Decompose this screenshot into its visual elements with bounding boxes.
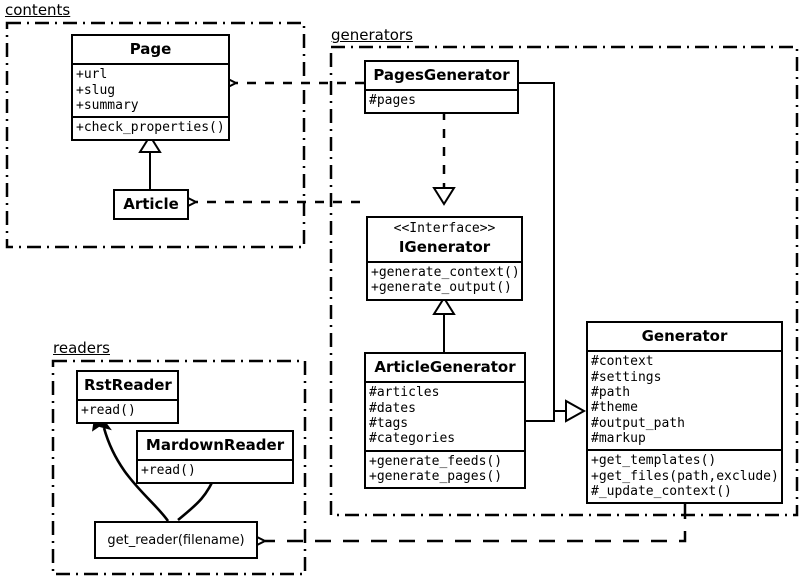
operation: +get_templates() xyxy=(591,453,717,469)
class-attributes-generator: #context #settings #path #theme #output_… xyxy=(588,350,781,449)
class-name-text-igenerator: IGenerator xyxy=(398,237,491,256)
function-label-get-reader: get_reader(filename) xyxy=(107,532,245,548)
class-name-pages-generator: PagesGenerator xyxy=(373,66,510,84)
operation: +generate_pages() xyxy=(369,468,503,484)
class-attributes-article-generator: #articles #dates #tags #categories xyxy=(366,381,524,449)
operation: +check_properties() xyxy=(76,120,225,136)
class-attributes-pages-generator: #pages xyxy=(366,89,517,111)
class-operations-article-generator: +generate_feeds() +generate_pages() xyxy=(366,449,524,488)
attribute: #tags xyxy=(369,415,409,431)
class-name-article: Article xyxy=(123,195,179,213)
class-stereotype-igenerator: <<Interface>> xyxy=(393,221,496,236)
attribute: #articles xyxy=(369,385,440,401)
class-name-igenerator: <<Interface>> IGenerator xyxy=(368,218,521,261)
connector-pagesgenerator-realizes-igenerator xyxy=(432,111,456,206)
attribute: +slug xyxy=(76,82,116,98)
attribute: #path xyxy=(591,384,631,400)
class-name-rst-reader: RstReader xyxy=(84,376,172,394)
class-box-generator[interactable]: Generator #context #settings #path #them… xyxy=(586,321,783,505)
attribute: #context xyxy=(591,354,654,370)
class-box-article-generator[interactable]: ArticleGenerator #articles #dates #tags … xyxy=(364,352,526,490)
attribute: #output_path xyxy=(591,415,685,431)
class-operations-generator: +get_templates() +get_files(path,exclude… xyxy=(588,449,781,502)
operation: +generate_output() xyxy=(371,280,512,296)
class-name-page: Page xyxy=(129,40,172,58)
class-box-page[interactable]: Page +url +slug +summary +check_properti… xyxy=(71,34,230,141)
class-box-rst-reader[interactable]: RstReader +read() xyxy=(76,370,179,424)
operation: +generate_context() xyxy=(371,264,520,280)
class-attributes-page: +url +slug +summary xyxy=(73,63,228,116)
connector-pagesgenerator-extends-generator xyxy=(519,82,566,412)
class-name-article-generator: ArticleGenerator xyxy=(374,358,516,376)
attribute: #theme xyxy=(591,400,638,416)
operation: +generate_feeds() xyxy=(369,453,503,469)
class-box-article[interactable]: Article xyxy=(113,189,189,221)
attribute: #settings xyxy=(591,369,662,385)
class-name-generator: Generator xyxy=(641,327,728,345)
package-label-generators: generators xyxy=(330,26,415,44)
connector-articlegenerator-extends-generator xyxy=(526,399,587,423)
class-operations-mardown-reader: +read() xyxy=(138,459,292,481)
connector-articlegenerator-realizes-igenerator xyxy=(432,296,456,352)
operation: +read() xyxy=(81,403,136,419)
class-operations-igenerator: +generate_context() +generate_output() xyxy=(368,260,521,299)
class-operations-rst-reader: +read() xyxy=(78,399,177,421)
operation: +read() xyxy=(141,463,196,479)
attribute: +url xyxy=(76,67,108,83)
connector-generator-uses-get-reader xyxy=(265,503,687,541)
attribute: #pages xyxy=(369,93,416,109)
attribute: #categories xyxy=(369,431,456,447)
attribute: #markup xyxy=(591,430,646,446)
connector-article-inherits-page xyxy=(138,134,162,189)
operation: #_update_context() xyxy=(591,483,732,499)
class-box-pages-generator[interactable]: PagesGenerator #pages xyxy=(364,60,519,114)
class-box-igenerator[interactable]: <<Interface>> IGenerator +generate_conte… xyxy=(366,216,523,301)
package-label-readers: readers xyxy=(52,339,112,357)
class-box-mardown-reader[interactable]: MardownReader +read() xyxy=(136,430,294,484)
attribute: +summary xyxy=(76,97,139,113)
function-box-get-reader[interactable]: get_reader(filename) xyxy=(94,521,258,559)
class-operations-page: +check_properties() xyxy=(73,116,228,138)
package-label-contents: contents xyxy=(4,1,73,19)
operation: +get_files(path,exclude) xyxy=(591,468,779,484)
class-name-mardown-reader: MardownReader xyxy=(145,436,285,454)
attribute: #dates xyxy=(369,400,416,416)
